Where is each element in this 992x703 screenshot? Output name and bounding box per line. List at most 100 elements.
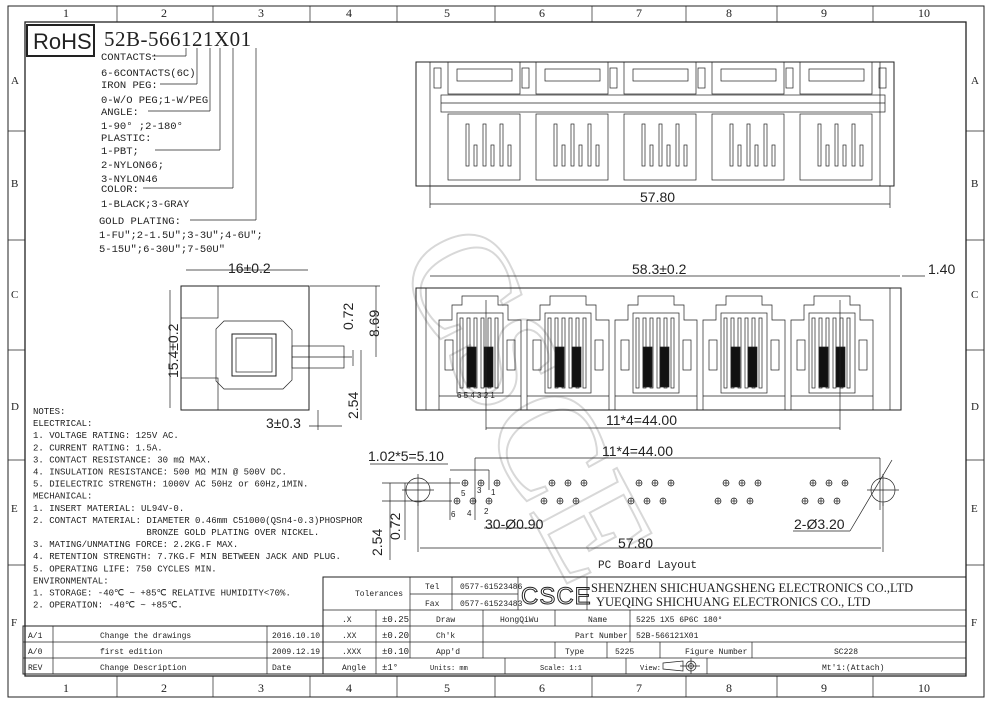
material: Mt'1:(Attach): [822, 664, 884, 673]
note-line: ENVIRONMENTAL:: [33, 576, 109, 586]
contact-line: [547, 317, 552, 389]
part-number-label: Part Number: [575, 632, 628, 641]
port-base: [447, 113, 521, 181]
type-value: 5225: [615, 648, 634, 657]
view-label: View:: [640, 665, 661, 673]
row-label-left: C: [11, 289, 18, 301]
contact-line: [582, 317, 587, 389]
pcb-layout: [370, 457, 899, 560]
contact-line: [635, 317, 640, 389]
dim-front-140: 1.40: [928, 261, 955, 277]
dim-pcb-holes: 30-Ø0.90: [485, 516, 544, 532]
port-top: [799, 61, 873, 95]
row-label-left: E: [11, 503, 18, 515]
peg-slot: [433, 67, 442, 89]
contact-dark: [730, 346, 741, 388]
row-label-right: B: [971, 178, 978, 190]
column-label-bottom: 3: [258, 681, 264, 695]
contact-line: [494, 317, 499, 389]
dim-pcb-port-pitch: 11*4=44.00: [602, 443, 673, 459]
legend-line: 1-PBT;: [101, 146, 139, 158]
contact-line: [846, 317, 851, 389]
pin-short: [473, 144, 478, 167]
row-label-right: F: [971, 617, 977, 629]
side-plug-window: [231, 333, 277, 377]
port-base: [711, 113, 785, 181]
port-latch: [632, 68, 689, 82]
dim-pcb-mount-holes: 2-Ø3.20: [794, 516, 845, 532]
pin-long: [499, 123, 504, 167]
company-name-1: SHENZHEN SHICHUANGSHENG ELECTRONICS CO.,…: [591, 581, 913, 595]
note-line: 1. STORAGE: -40℃ ~ +85℃ RELATIVE HUMIDIT…: [33, 589, 291, 599]
peg-slot: [609, 67, 618, 89]
jack-outline: [702, 295, 786, 410]
revision-date: 2009.12.19: [272, 648, 320, 657]
rohs-box: [26, 24, 95, 57]
pin-long: [851, 123, 856, 167]
fax-label: Fax: [425, 600, 440, 609]
pin-short: [490, 144, 495, 167]
jack-side: [444, 339, 454, 371]
revision-frame: [22, 625, 324, 675]
note-line: NOTES:: [33, 407, 65, 417]
tolerance-key: .XXX: [342, 648, 361, 657]
tel-value: 0577-61523486: [460, 583, 523, 592]
chk-label: Ch'k: [436, 632, 455, 641]
projection-cone-icon: [662, 660, 684, 672]
pcb-pin-label-6: 6: [451, 510, 456, 519]
peg-slot: [697, 67, 706, 89]
column-label-top: 4: [346, 6, 352, 20]
pin-long: [570, 123, 575, 167]
draw-label: Draw: [436, 616, 455, 625]
dim-side-072: 0.72: [340, 303, 356, 330]
jack-side: [620, 339, 630, 371]
tolerance-value: ±0.20: [382, 631, 409, 641]
dim-pcb-072: 0.72: [387, 513, 403, 540]
tel-label: Tel: [425, 583, 440, 592]
note-line: 4. RETENTION STRENGTH: 7.7KG.F MIN BETWE…: [33, 552, 341, 562]
row-label-left: D: [11, 401, 19, 413]
contact-dark: [747, 346, 758, 388]
rohs-label: RoHS: [33, 29, 92, 54]
port-latch: [456, 68, 513, 82]
pcb-pin-label-4: 4: [467, 509, 472, 518]
pin-long: [763, 123, 768, 167]
pin-long: [587, 123, 592, 167]
jack-contacts: [632, 312, 680, 394]
front-view: [415, 275, 925, 430]
pcb-pin-label-2: 2: [484, 507, 489, 516]
pin-short: [578, 144, 583, 167]
pcb-pin-label-5: 5: [461, 489, 466, 498]
pin-long: [746, 123, 751, 167]
revision-desc: Change Description: [100, 664, 187, 673]
pin-long: [817, 123, 822, 167]
column-label-top: 2: [161, 6, 167, 20]
column-label-top: 8: [726, 6, 732, 20]
legend-line: CONTACTS:: [101, 52, 158, 64]
dim-front-pitch: 11*4=44.00: [606, 412, 677, 428]
port-top: [711, 61, 785, 95]
dim-front-width: 58.3±0.2: [632, 261, 687, 277]
pin-short: [683, 144, 688, 167]
pin-long: [465, 123, 470, 167]
contact-dark: [466, 346, 477, 388]
pin-short: [825, 144, 830, 167]
note-line: 2. OPERATION: -40℃ ~ +85℃.: [33, 601, 183, 611]
contact-dark: [571, 346, 582, 388]
legend-line: 1-90° ;2-180°: [101, 121, 183, 133]
jack-contacts: [456, 312, 504, 394]
jack-side: [770, 339, 780, 371]
jack-side: [796, 339, 806, 371]
peg-slot: [785, 67, 794, 89]
port-base: [623, 113, 697, 181]
port-top: [447, 61, 521, 95]
contact-line: [832, 317, 837, 389]
pin-short: [754, 144, 759, 167]
pin-long: [658, 123, 663, 167]
note-line: 5. DIELECTRIC STRENGTH: 1000V AC 50Hz or…: [33, 480, 308, 490]
column-label-top: 10: [918, 6, 930, 20]
legend-line: GOLD PLATING:: [99, 216, 181, 228]
contact-dark: [835, 346, 846, 388]
pin-numbers: 6 5 4 3 2 1: [457, 391, 495, 400]
